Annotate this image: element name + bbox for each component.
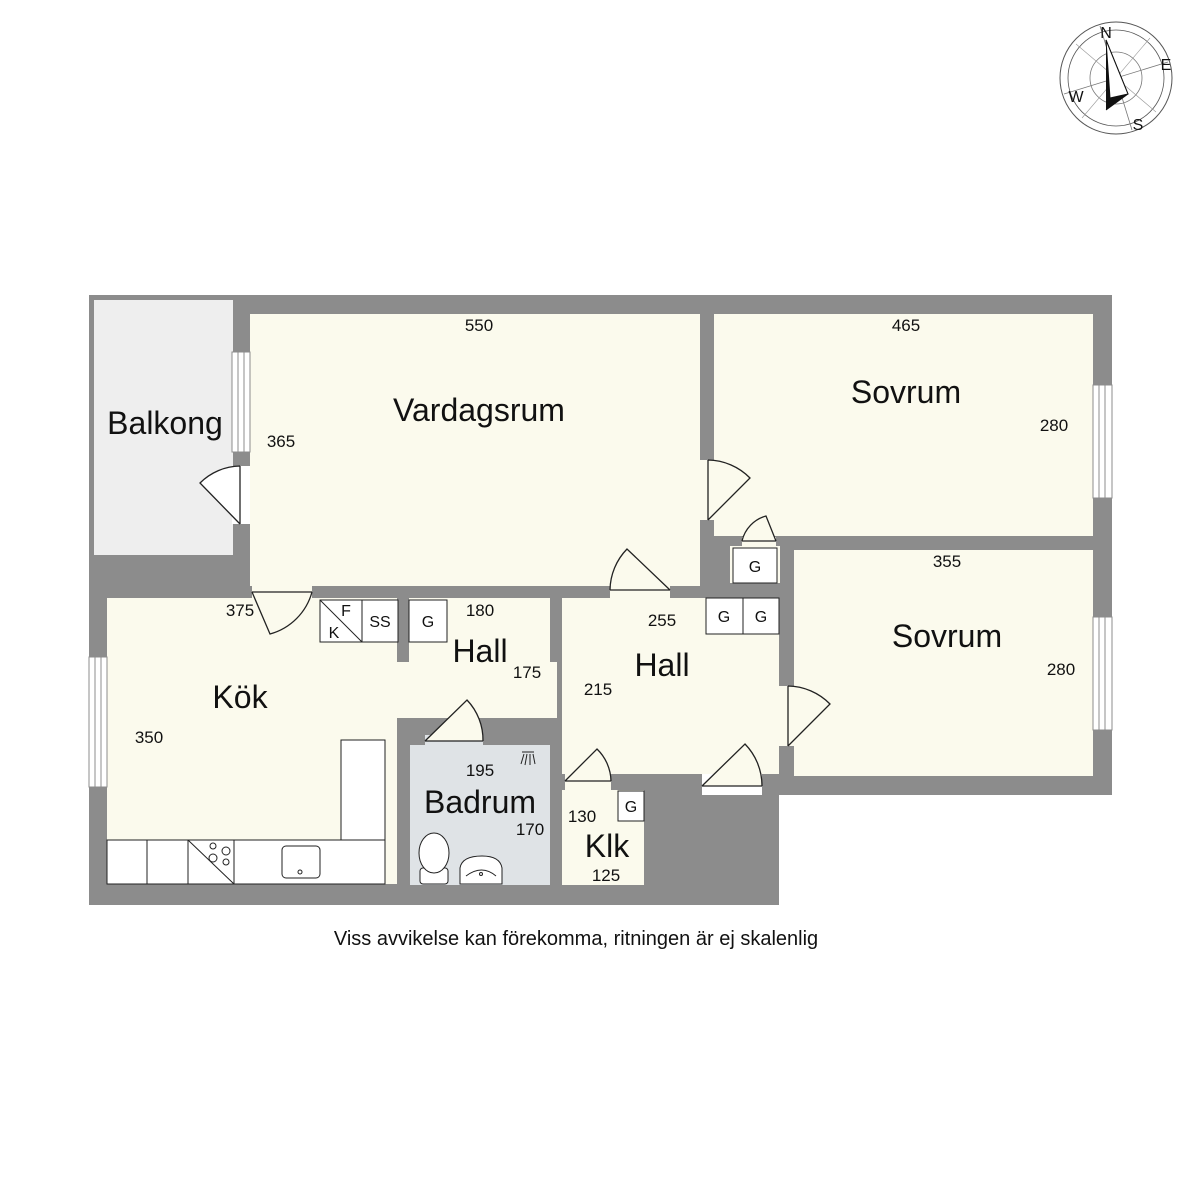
label-freezer: K <box>329 625 340 642</box>
disclaimer-note: Viss avvikelse kan förekomma, ritningen … <box>333 928 819 950</box>
counter-bottom <box>106 839 386 885</box>
vardagsrum-area <box>250 314 700 586</box>
sovrum-top-area <box>714 314 1093 536</box>
dim-sovrum-bottom-width: 355 <box>933 552 961 571</box>
dim-hall-right-depth: 215 <box>584 680 612 699</box>
label-wardrobe-hall-left: G <box>422 614 434 631</box>
label-balkong: Balkong <box>107 405 223 441</box>
window-kok <box>88 656 108 788</box>
compass-s: S <box>1133 117 1144 134</box>
windows <box>88 351 1113 788</box>
doors <box>199 459 831 795</box>
compass-n: N <box>1100 25 1112 42</box>
closet-g-hall-right-2 <box>742 597 780 635</box>
label-hall-left: Hall <box>452 633 507 669</box>
dim-hall-left-width: 180 <box>466 601 494 620</box>
door-sovrum-top <box>707 459 751 521</box>
dim-kok-depth: 350 <box>135 728 163 747</box>
dim-hall-right-width: 255 <box>648 611 676 630</box>
dim-badrum-width: 195 <box>466 761 494 780</box>
closet-ss <box>361 599 399 643</box>
door-balkong <box>199 465 241 525</box>
door-wardrobe-top <box>741 515 777 542</box>
wall-kok-hall-top <box>397 598 409 662</box>
closet-g-klk <box>617 790 645 822</box>
window-sovrum-top <box>1092 384 1113 499</box>
label-badrum: Badrum <box>424 784 536 820</box>
door-klk <box>564 748 612 782</box>
bath-fixtures <box>418 751 536 885</box>
door-badrum <box>424 699 484 742</box>
shower-icon <box>520 751 536 766</box>
label-klk: Klk <box>585 828 630 864</box>
dim-sovrum-top-width: 465 <box>892 316 920 335</box>
label-wardrobe-hall-right-1: G <box>718 609 730 626</box>
wall-kok-bad <box>397 718 410 888</box>
label-kok: Kök <box>212 679 268 715</box>
closet-g-hall-right-1 <box>705 597 744 635</box>
label-vardagsrum: Vardagsrum <box>393 392 565 428</box>
label-wardrobe-hall-right-2: G <box>755 609 767 626</box>
sink-icon <box>281 845 321 879</box>
wall-kok-lower-fill <box>385 718 397 884</box>
dim-vardagsrum-width: 550 <box>465 316 493 335</box>
door-sovrum-bottom <box>787 685 831 747</box>
fixture-labels: F K SS G G G G G <box>329 559 768 816</box>
closet-g-top <box>732 547 778 584</box>
compass-w: W <box>1068 89 1084 106</box>
label-hall-right: Hall <box>634 647 689 683</box>
wall-hall-divider <box>550 598 562 638</box>
dim-vardagsrum-depth: 365 <box>267 432 295 451</box>
balkong-area <box>94 300 233 555</box>
entrance-arrow-icon <box>712 806 758 845</box>
dim-badrum-depth: 170 <box>516 820 544 839</box>
compass-e: E <box>1161 57 1172 74</box>
sovrum-bottom-area <box>794 550 1093 776</box>
kok-hall-link <box>397 662 557 718</box>
window-balkong <box>231 351 251 453</box>
toilet-icon <box>418 832 450 874</box>
dimension-labels: 550 365 465 280 355 280 375 350 180 175 … <box>135 316 1075 885</box>
label-wardrobe-klk: G <box>625 799 637 816</box>
compass-rose: N E S W <box>1059 21 1173 135</box>
label-ss: SS <box>369 614 390 631</box>
label-wardrobe-top: G <box>749 559 761 576</box>
dim-kok-width: 375 <box>226 601 254 620</box>
door-kok <box>251 591 313 635</box>
kitchen-counters <box>106 739 386 885</box>
closets <box>319 547 780 822</box>
label-sovrum-bottom: Sovrum <box>892 618 1002 654</box>
door-entrance <box>701 743 763 787</box>
dim-klk-depth: 130 <box>568 807 596 826</box>
dim-sovrum-top-depth: 280 <box>1040 416 1068 435</box>
room-labels: Balkong Vardagsrum Sovrum Sovrum Kök Hal… <box>107 374 1002 864</box>
dim-klk-width: 125 <box>592 866 620 885</box>
dim-sovrum-bottom-depth: 280 <box>1047 660 1075 679</box>
window-sovrum-bottom <box>1092 616 1113 731</box>
wall-hall-bad <box>550 718 562 888</box>
door-vardagsrum <box>609 548 671 591</box>
label-sovrum-top: Sovrum <box>851 374 961 410</box>
closet-g-hall-left <box>408 599 448 643</box>
dim-hall-left-depth: 175 <box>513 663 541 682</box>
label-fridge: F <box>341 603 351 620</box>
